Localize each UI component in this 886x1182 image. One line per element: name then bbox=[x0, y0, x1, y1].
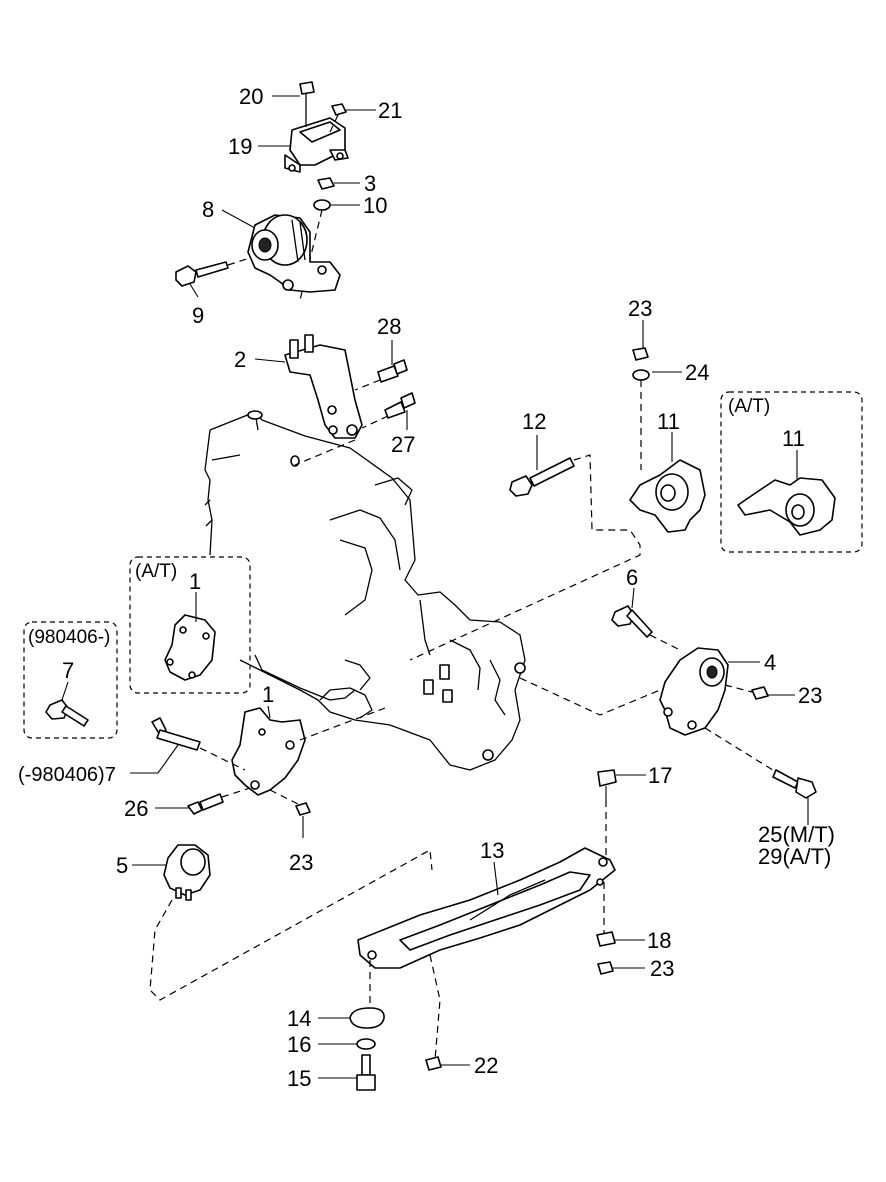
washer-24[interactable] bbox=[632, 369, 650, 381]
nut-23-upper[interactable] bbox=[632, 347, 649, 361]
callout-18: 18 bbox=[647, 928, 671, 953]
callout-4: 4 bbox=[764, 650, 776, 675]
bolt-12[interactable] bbox=[509, 457, 575, 497]
callout-1: 1 bbox=[262, 682, 274, 707]
mount-insulator-11[interactable] bbox=[629, 459, 706, 533]
bushing-17[interactable] bbox=[597, 769, 617, 800]
callout-11: 11 bbox=[657, 409, 680, 434]
callout-5: 5 bbox=[116, 853, 128, 878]
callout-2: 2 bbox=[234, 347, 246, 372]
callout-19: 19 bbox=[228, 134, 252, 159]
nut-23-right[interactable] bbox=[751, 686, 769, 700]
date-label-box-7: (980406-) bbox=[28, 627, 110, 648]
bolt-6[interactable] bbox=[611, 605, 653, 638]
mount-bracket-2[interactable] bbox=[284, 334, 363, 439]
callout-22: 22 bbox=[474, 1053, 498, 1078]
callout-23-lower: 23 bbox=[650, 956, 674, 981]
callout-24: 24 bbox=[685, 360, 709, 385]
nut-23-left[interactable] bbox=[295, 802, 311, 816]
date-variant-box-7 bbox=[23, 621, 118, 739]
engine-transaxle-outline bbox=[204, 410, 526, 771]
bushing-14[interactable] bbox=[349, 1007, 385, 1029]
nut-3[interactable] bbox=[317, 177, 335, 190]
nut-23-lower[interactable] bbox=[597, 961, 614, 975]
mount-bracket-4[interactable] bbox=[659, 647, 729, 736]
callout-7-old: (-980406)7 bbox=[18, 764, 116, 786]
at-label-box-1: (A/T) bbox=[135, 561, 177, 582]
bolt-9[interactable] bbox=[175, 261, 229, 287]
callout-16: 16 bbox=[287, 1032, 311, 1057]
callout-11-at: 11 bbox=[782, 426, 805, 451]
bolt-28[interactable] bbox=[377, 359, 408, 383]
leader-lines bbox=[61, 95, 809, 1079]
callout-25-mt: 25(M/T) bbox=[758, 822, 835, 847]
callout-23-left: 23 bbox=[289, 850, 313, 875]
callout-27: 27 bbox=[391, 432, 415, 457]
callout-3: 3 bbox=[364, 171, 376, 196]
bracket-19[interactable] bbox=[284, 117, 349, 173]
washer-10[interactable] bbox=[313, 199, 331, 211]
callout-23-upper: 23 bbox=[628, 296, 652, 321]
callout-15: 15 bbox=[287, 1066, 311, 1091]
callout-labels: 20 21 19 3 8 10 9 28 2 27 23 24 12 11 11… bbox=[18, 84, 835, 1091]
callout-6: 6 bbox=[626, 565, 638, 590]
callout-13: 13 bbox=[480, 838, 504, 863]
callout-8: 8 bbox=[202, 197, 214, 222]
callout-10: 10 bbox=[363, 193, 387, 218]
bolt-20[interactable] bbox=[299, 81, 315, 120]
nut-21[interactable] bbox=[331, 103, 347, 116]
mount-insulator-8[interactable] bbox=[247, 214, 341, 293]
callout-26: 26 bbox=[124, 796, 148, 821]
bracket-1-at[interactable] bbox=[164, 614, 216, 681]
callout-28: 28 bbox=[377, 314, 401, 339]
callout-14: 14 bbox=[287, 1006, 311, 1031]
nut-22[interactable] bbox=[425, 1056, 442, 1071]
bolt-27[interactable] bbox=[384, 392, 416, 419]
callout-29-at: 29(A/T) bbox=[758, 844, 831, 869]
bracket-1[interactable] bbox=[231, 707, 306, 796]
callout-1-at: 1 bbox=[189, 569, 201, 594]
bolt-26[interactable] bbox=[187, 793, 224, 815]
bolt-15[interactable] bbox=[356, 1054, 376, 1091]
mount-insulator-5[interactable] bbox=[163, 844, 211, 901]
bolt-7-old[interactable] bbox=[151, 717, 201, 751]
callout-12: 12 bbox=[522, 409, 546, 434]
washer-16[interactable] bbox=[356, 1038, 376, 1050]
at-label-box-11: (A/T) bbox=[728, 396, 770, 417]
callout-7-new: 7 bbox=[62, 658, 74, 683]
crossmember-13[interactable] bbox=[357, 847, 616, 969]
mount-insulator-11-at[interactable] bbox=[737, 477, 836, 536]
callout-23-right: 23 bbox=[798, 683, 822, 708]
at-variant-box-1 bbox=[129, 556, 251, 694]
callout-9: 9 bbox=[192, 303, 204, 328]
callout-21: 21 bbox=[378, 98, 402, 123]
at-variant-box-11 bbox=[720, 391, 863, 553]
callout-17: 17 bbox=[648, 763, 672, 788]
bolt-25-29[interactable] bbox=[772, 769, 817, 799]
bushing-18[interactable] bbox=[596, 931, 616, 947]
bolt-7-new[interactable] bbox=[45, 699, 89, 727]
callout-20: 20 bbox=[239, 84, 263, 109]
